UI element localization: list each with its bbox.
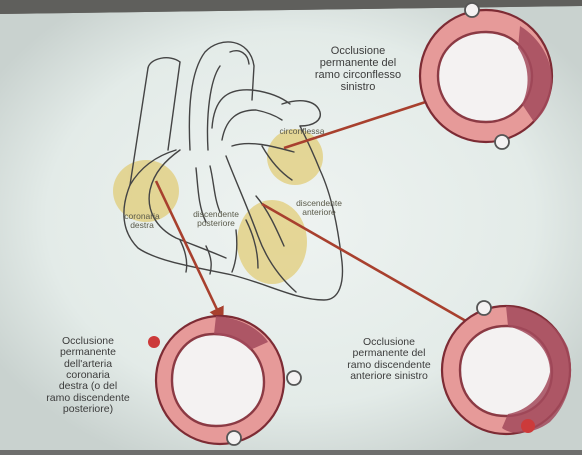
- label-posterior-descending: discendente posteriore: [182, 210, 250, 228]
- pin-bottom: [227, 431, 241, 445]
- caption-right-coronary-occlusion: Occlusione permanente dell'arteria coron…: [24, 336, 152, 415]
- caption-circumflex-occlusion: Occlusione permanente del ramo circonfle…: [300, 46, 416, 94]
- label-right-coronary: coronaria destra: [112, 212, 172, 230]
- label-circumflex: circonflessa: [262, 127, 342, 136]
- pin-top: [465, 3, 479, 17]
- pin-top: [477, 301, 491, 315]
- label-anterior-descending: discendente anteriore: [286, 199, 352, 217]
- pin-right: [287, 371, 301, 385]
- pin-bottom: [521, 419, 535, 433]
- pin-bottom: [495, 135, 509, 149]
- caption-lad-occlusion: Occlusione permanente del ramo discenden…: [330, 337, 448, 382]
